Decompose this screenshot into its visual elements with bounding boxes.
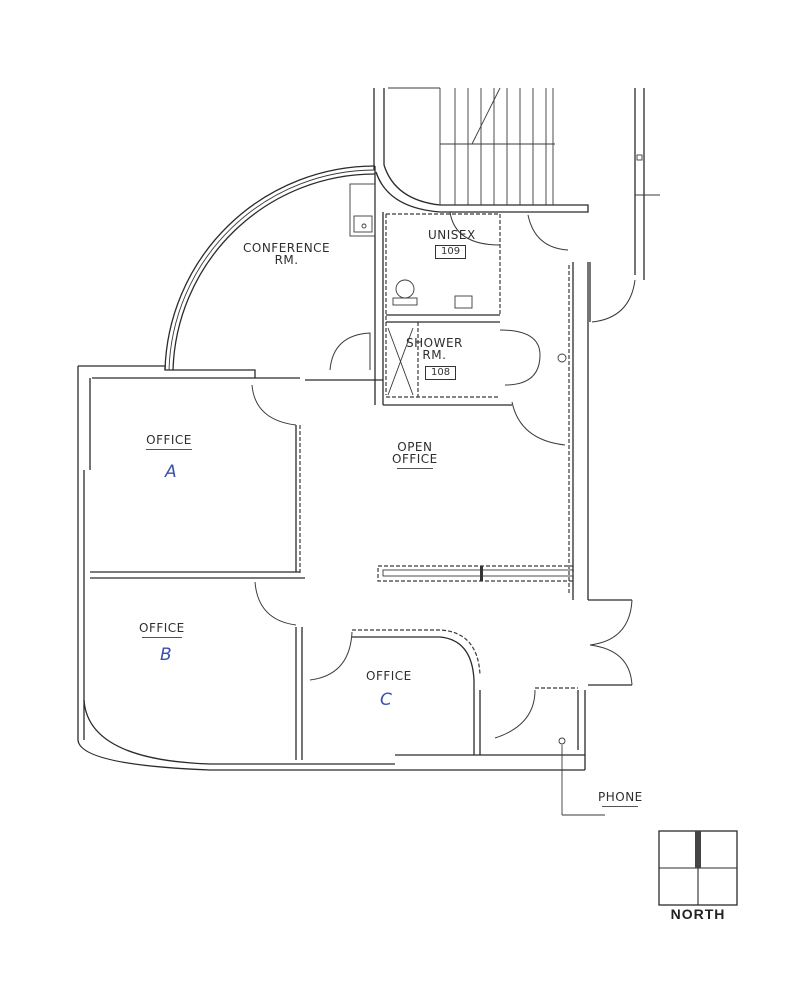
office-a-walls xyxy=(77,365,383,740)
office-b-walls xyxy=(77,581,395,771)
open-office-label-line1: OPEN xyxy=(397,440,433,454)
unisex-label: UNISEX xyxy=(428,229,476,241)
conference-room-label: CONFERENCE RM. xyxy=(243,242,330,266)
north-arrow-icon xyxy=(658,830,738,906)
open-office-label-line2: OFFICE xyxy=(392,452,438,466)
shower-label-line1: SHOWER xyxy=(406,336,463,350)
unisex-label-text: UNISEX xyxy=(428,228,476,242)
conference-label-line1: CONFERENCE xyxy=(243,241,331,255)
office-a-label: OFFICE xyxy=(146,434,192,450)
east-wall xyxy=(511,262,589,600)
office-c-label: OFFICE xyxy=(366,670,412,682)
phone-label-text: PHONE xyxy=(598,790,643,804)
office-b-label: OFFICE xyxy=(139,622,185,638)
main-entry-double-door xyxy=(588,599,633,686)
open-office-label: OPEN OFFICE xyxy=(392,441,438,469)
office-a-handwritten-letter: A xyxy=(165,462,177,482)
north-label: NORTH xyxy=(670,906,726,922)
east-corridor xyxy=(589,88,660,323)
stairwell xyxy=(373,87,589,213)
office-c-label-text: OFFICE xyxy=(366,669,412,683)
phone-label: PHONE xyxy=(598,791,643,807)
shower-room-label: SHOWER RM. xyxy=(406,337,463,361)
phone-leader-line xyxy=(561,745,605,816)
shower-label-line2: RM. xyxy=(422,348,447,362)
room-number-108: 108 xyxy=(425,366,457,380)
room-number-109: 109 xyxy=(435,245,467,259)
office-c-handwritten-letter: C xyxy=(380,690,392,710)
office-b-label-text: OFFICE xyxy=(139,621,185,635)
conference-room-walls xyxy=(164,165,384,405)
open-office-partition xyxy=(377,565,574,582)
office-b-handwritten-letter: B xyxy=(160,645,172,665)
office-a-label-text: OFFICE xyxy=(146,433,192,447)
conference-label-line2: RM. xyxy=(274,253,299,267)
restroom-core xyxy=(383,211,569,406)
office-c-walls xyxy=(309,629,586,771)
